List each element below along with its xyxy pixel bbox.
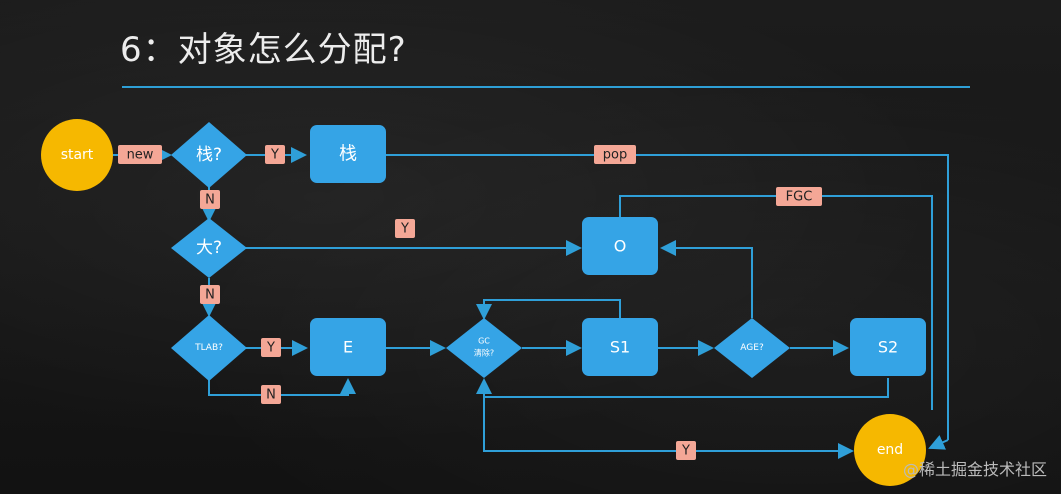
node-tlab-question: TLAB? <box>171 315 247 381</box>
node-start-label: start <box>61 147 94 163</box>
node-end-label: end <box>877 442 903 458</box>
node-stack: 栈 <box>310 125 386 183</box>
tag-n-stack-label: N <box>205 193 215 208</box>
edge-stack-end-arrow <box>928 435 949 450</box>
tag-n-tlab: N <box>261 385 281 404</box>
watermark: @稀土掘金技术社区 <box>902 460 1047 479</box>
tag-y-tlab: Y <box>261 338 281 357</box>
tag-y-stack-label: Y <box>270 148 279 163</box>
node-old-label: O <box>614 237 627 256</box>
tag-new-label: new <box>127 148 154 163</box>
page-title: 6：对象怎么分配? <box>120 30 407 70</box>
tag-pop-label: pop <box>603 148 627 163</box>
tag-n-big: N <box>200 285 220 304</box>
node-age-question-label: AGE? <box>740 343 764 353</box>
tag-pop: pop <box>594 145 636 164</box>
node-s1: S1 <box>582 318 658 376</box>
node-stack-label: 栈 <box>339 144 357 165</box>
tag-y-gc-label: Y <box>681 444 690 459</box>
tag-n-stack: N <box>200 190 220 209</box>
edge-s2-gcq-loop <box>476 378 889 398</box>
node-gc-question-line1: GC <box>478 337 490 346</box>
edge-s1-gcq-loop <box>476 299 621 320</box>
tag-y-big: Y <box>395 219 415 238</box>
node-big-question-label: 大? <box>196 238 222 258</box>
tag-n-tlab-label: N <box>266 388 276 403</box>
edge-stack-end <box>385 154 949 440</box>
tag-y-tlab-label: Y <box>266 341 275 356</box>
node-stack-question: 栈? <box>171 122 247 188</box>
node-gc-question: GC 清除? <box>446 318 522 378</box>
tag-fgc-label: FGC <box>786 190 813 205</box>
edge-old-fgc <box>619 195 933 410</box>
node-start: start <box>41 119 113 191</box>
tag-new: new <box>118 145 162 164</box>
node-tlab-question-label: TLAB? <box>194 343 223 353</box>
tag-fgc: FGC <box>776 187 822 206</box>
node-s2: S2 <box>850 318 926 376</box>
node-eden: E <box>310 318 386 376</box>
connectors <box>112 147 949 459</box>
edge-gcq-end <box>483 380 854 459</box>
node-s2-label: S2 <box>878 338 898 357</box>
node-age-question: AGE? <box>714 318 790 378</box>
tag-y-stack: Y <box>265 145 285 164</box>
node-big-question: 大? <box>171 218 247 278</box>
tag-y-gc: Y <box>676 441 696 460</box>
node-stack-question-label: 栈? <box>196 145 222 165</box>
node-eden-label: E <box>343 338 353 357</box>
node-end: end <box>854 414 926 486</box>
node-old: O <box>582 217 658 275</box>
node-gc-question-line2: 清除? <box>474 348 494 358</box>
tag-y-big-label: Y <box>400 222 409 237</box>
title-underline <box>122 86 970 88</box>
edge-ageq-old <box>660 240 753 318</box>
node-s1-label: S1 <box>610 338 630 357</box>
tag-n-big-label: N <box>205 288 215 303</box>
